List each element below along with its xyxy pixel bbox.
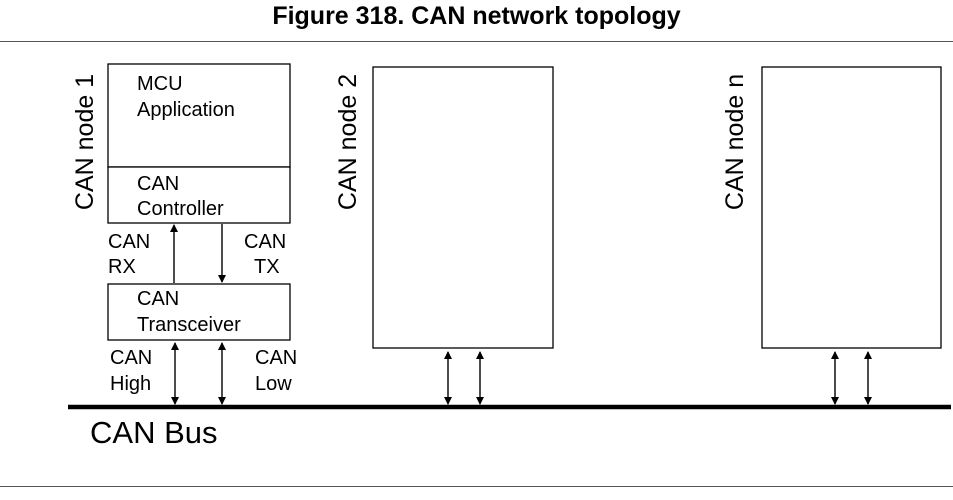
low-label: Low [255, 373, 292, 395]
node-1-label: CAN node 1 [71, 74, 99, 210]
high-can-label: CAN [110, 347, 152, 369]
node-n-block [761, 66, 942, 349]
can-bus-label: CAN Bus [90, 415, 217, 450]
controller-can-label: CAN [137, 173, 179, 195]
figure-caption: Figure 318. CAN network topology [272, 2, 681, 30]
top-rule [0, 41, 953, 42]
transceiver-can-label: CAN [137, 288, 179, 310]
node-2-label: CAN node 2 [334, 74, 362, 210]
rx-label: RX [108, 256, 136, 278]
mcu-application-block [107, 63, 291, 168]
can-transceiver-block [107, 283, 291, 341]
bottom-rule [0, 486, 953, 487]
node-2-block [372, 66, 554, 349]
node-n-label: CAN node n [721, 74, 749, 210]
can-controller-block [107, 166, 291, 224]
application-label: Application [137, 99, 235, 121]
low-can-label: CAN [255, 347, 297, 369]
controller-label: Controller [137, 198, 224, 220]
transceiver-label: Transceiver [137, 314, 241, 336]
rx-can-label: CAN [108, 231, 150, 253]
tx-can-label: CAN [244, 231, 286, 253]
high-label: High [110, 373, 151, 395]
mcu-label: MCU [137, 73, 183, 95]
tx-label: TX [254, 256, 280, 278]
